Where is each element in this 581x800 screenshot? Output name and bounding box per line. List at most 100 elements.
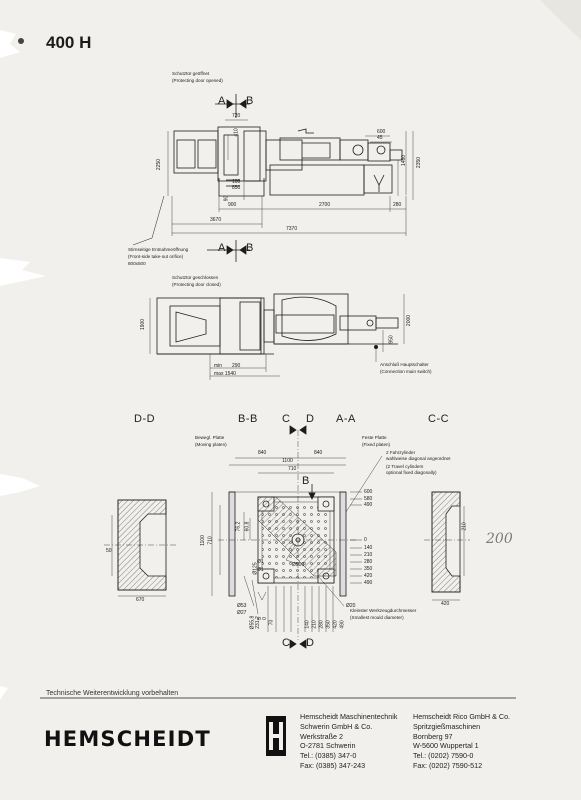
dim-2700: 2700 [319,202,331,208]
dim-490-r: 490 [364,502,373,508]
travel-cylinders-en-1: (2 Travel cylinders [386,464,424,469]
address-line: Schwerin GmbH & Co. [300,721,373,731]
min-mould-de: Kleinster Werkzeugdurchmesser [350,608,417,613]
address-line: Hemscheidt Maschinentechnik [300,712,398,721]
dim-210: 210 [364,552,373,558]
dim-1460: 1460 [401,154,408,167]
dim-840-right: 840 [314,450,323,456]
min-mould-en: (Smallest mould diameter) [350,615,404,620]
dim-76-2: 76,2 [235,521,242,532]
dim-670: 670 [136,597,145,603]
moving-platen-de: Bewegl. Platte [195,435,225,440]
dim-2350: 2350 [416,156,423,169]
section-bb-marker-top: B [246,95,254,107]
travel-cylinders-de-2: wahlweise diagonal angeordnet [386,456,451,461]
section-cc-drawing [424,491,470,601]
address-schwerin: Hemscheidt Maschinentechnik Schwerin Gmb… [300,712,397,771]
address-line: Tel.: (0202) 7590-0 [413,751,474,761]
dim-50: 50 [106,548,112,554]
dim-phi-20: Ø20 [346,603,356,609]
section-dd-label: D-D [134,413,156,425]
dim-850: 850 [232,185,241,191]
dim-phi-27: Ø27 [237,610,247,616]
section-d-label-top: D [306,413,315,425]
dim-410: 410 [233,128,240,137]
dim-bottom-210: 210 [311,620,318,629]
dim-phi-1-b: Ø1 [257,559,264,565]
dim-600: 600 [377,129,386,135]
front-orifice-size: 800x500 [128,261,146,266]
dim-bottom-280: 280 [318,620,325,629]
hemscheidt-logo-mark [266,716,286,756]
address-line: Hemscheidt Rico GmbH & Co. [413,712,511,721]
dim-140: 140 [364,545,373,551]
dim-420: 420 [364,573,373,579]
paper-wear [0,0,581,700]
dim-900: 900 [228,202,237,208]
dim-1100-h: 1100 [282,458,293,464]
address-line: Werkstraße 2 [300,731,344,741]
dim-2250: 2250 [156,158,163,171]
door-open-label-de: Schutztür geöffnet [172,71,210,76]
side-view [149,293,405,380]
front-orifice-en: (Front-side take-out orifice) [128,254,184,259]
travel-cylinders-en-2: optional fixed diagonally) [386,470,437,475]
top-view [132,94,414,262]
address-line: W-5600 Wuppertal 1 [413,741,479,751]
door-closed-label-de: Schutztür geschlossen [172,275,219,280]
dim-max-1540: max 1540 [214,371,236,377]
dim-350: 350 [364,566,373,572]
dim-0: 0 [364,537,367,543]
dim-90: 90 [223,195,230,202]
address-line: Bornberg 97 [413,731,453,741]
dim-280: 280 [364,559,373,565]
main-switch-en: (Connection main switch) [380,369,432,374]
dim-420-cc: 420 [441,601,450,607]
model-title: 400 H [46,33,92,52]
handwritten-note: 200 [486,531,513,547]
dim-720: 720 [232,113,241,119]
dim-45: 45 [377,135,383,141]
address-line: O-2781 Schwerin [300,741,356,751]
section-dd-drawing [104,499,176,597]
dim-1100-v: 1100 [199,535,206,546]
main-switch-de: Anschluß Hauptschalter [380,362,429,367]
address-line: Tel.: (0385) 347-0 [300,751,357,761]
door-open-label-en: (Protecting door opened) [172,78,223,83]
section-cc-label: C-C [428,413,450,425]
dim-710-h: 710 [288,466,297,472]
dim-phi-1: Ø1 [257,567,264,573]
dim-490: 490 [364,580,373,586]
dim-3670: 3670 [210,217,222,223]
dim-bottom-0: 0 [261,617,268,620]
moving-platen-en: (Moving platen) [195,442,227,447]
dim-710-v: 710 [207,536,214,545]
section-bb-label: B-B [238,413,258,425]
dim-phi-500: Ø500 [292,562,305,568]
fixed-platen-de: Feste Platte [362,435,387,440]
section-c-label-top: C [282,413,291,425]
section-d-label-bottom: D [306,637,315,649]
dim-2000: 2000 [406,314,413,327]
fixed-platen-en: (Fixed platen) [362,442,391,447]
dim-280: 280 [393,202,402,208]
footer-note: Technische Weiterentwicklung vorbehalten [46,690,179,697]
dim-phi-53: Ø53 [237,603,247,609]
section-aa-label: A-A [336,413,356,425]
section-aa-marker-top: A [218,95,226,107]
section-aa-marker-bottom: A [218,242,226,254]
address-line: Fax: (0202) 7590-512 [413,760,483,770]
address-wuppertal: Hemscheidt Rico GmbH & Co. Spritzgießmas… [413,712,510,771]
dim-580-r: 580 [364,496,373,502]
travel-cylinders-de-1: 2 Fahrzylinder [386,450,416,455]
section-bb-marker-bottom: B [246,242,254,254]
dim-840-left: 840 [258,450,267,456]
dim-210-cc: 210 [461,522,468,531]
dim-bottom-350: 350 [325,620,332,629]
dim-bottom-420: 420 [332,620,339,629]
dim-bottom-140: 140 [304,620,311,629]
dim-7370: 7370 [286,226,298,232]
front-orifice-de: Stirnseitige Entnahmeöffnung [128,247,189,252]
